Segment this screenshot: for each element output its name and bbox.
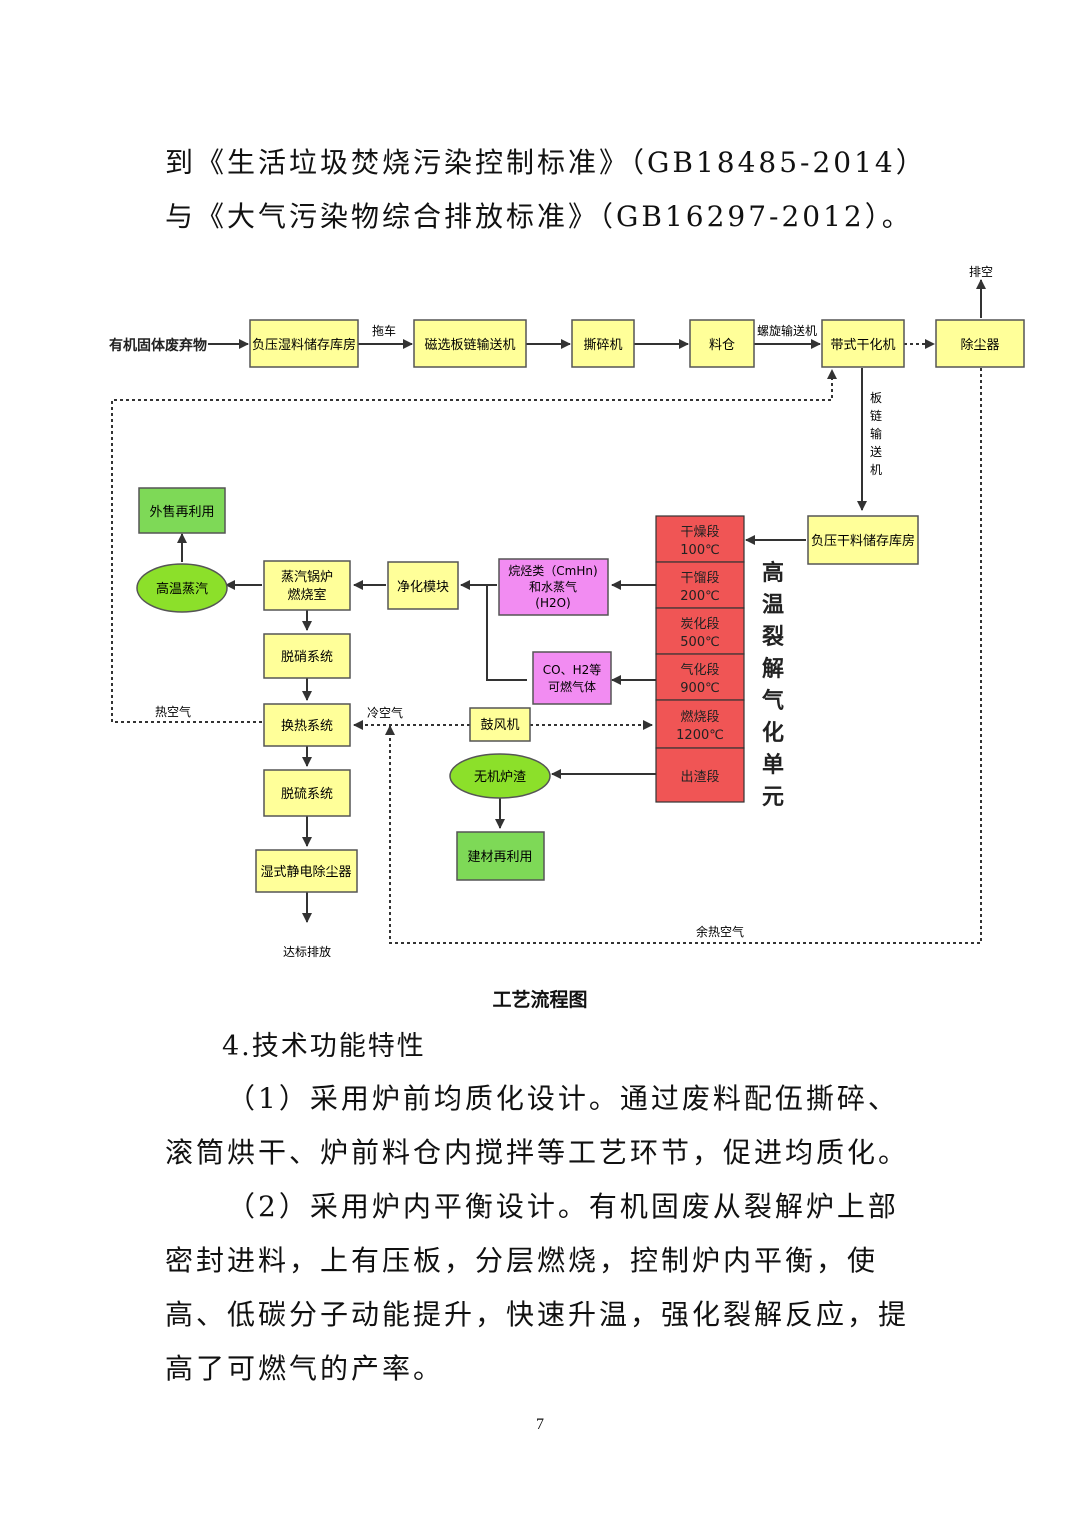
svg-text:带式干化机: 带式干化机 <box>830 338 895 353</box>
svg-text:元: 元 <box>762 785 784 810</box>
paragraph-2: （2）采用炉内平衡设计。有机固废从裂解炉上部密封进料，上有压板，分层燃烧，控制炉… <box>165 1190 910 1385</box>
svg-text:负压湿料储存库房: 负压湿料储存库房 <box>252 337 356 353</box>
svg-text:和水蒸气: 和水蒸气 <box>529 579 577 594</box>
svg-text:换热系统: 换热系统 <box>281 719 333 734</box>
svg-text:燃烧段: 燃烧段 <box>680 709 719 725</box>
svg-text:湿式静电除尘器: 湿式静电除尘器 <box>260 865 351 880</box>
svg-text:负压干料储存库房: 负压干料储存库房 <box>811 533 915 549</box>
box-heat-exchange: 换热系统 <box>263 703 351 747</box>
svg-text:100℃: 100℃ <box>680 543 719 558</box>
air-flow-lines <box>111 339 982 944</box>
label-plate-chain: 板 链 输 送 机 <box>870 391 882 477</box>
box-resale: 外售再利用 <box>138 487 226 534</box>
svg-text:裂: 裂 <box>762 625 784 650</box>
ellipse-hot-steam: 高温蒸汽 <box>136 563 228 613</box>
svg-text:蒸汽锅炉: 蒸汽锅炉 <box>281 569 333 585</box>
svg-text:除尘器: 除尘器 <box>960 338 999 353</box>
svg-text:无机炉渣: 无机炉渣 <box>474 770 526 785</box>
svg-text:化: 化 <box>762 720 784 746</box>
svg-text:温: 温 <box>762 593 784 618</box>
flow-arrows <box>177 279 986 923</box>
svg-text:单: 单 <box>762 753 784 778</box>
svg-text:干馏段: 干馏段 <box>680 571 719 586</box>
svg-text:(H2O): (H2O) <box>535 596 570 610</box>
box-denitration: 脱硝系统 <box>263 633 351 679</box>
box-shredder: 撕碎机 <box>571 319 635 368</box>
box-purification: 净化模块 <box>387 561 459 610</box>
svg-text:送: 送 <box>870 444 882 459</box>
svg-text:炭化段: 炭化段 <box>680 617 719 632</box>
box-steam-boiler: 蒸汽锅炉 燃烧室 <box>263 560 351 611</box>
svg-text:链: 链 <box>870 408 882 423</box>
svg-text:板: 板 <box>870 391 882 405</box>
process-flow-diagram: 有机固体废弃物 负压湿料储存库房 磁选板链输送机 撕碎机 料仓 带式干化机 除尘… <box>109 265 1025 959</box>
box-hydrocarbons: 烷烃类（CmHn) 和水蒸气 (H2O) <box>498 558 609 616</box>
box-silo: 料仓 <box>689 319 755 368</box>
svg-text:脱硫系统: 脱硫系统 <box>281 787 333 802</box>
svg-text:高: 高 <box>762 560 784 586</box>
figure-caption: 工艺流程图 <box>492 989 588 1011</box>
svg-text:燃烧室: 燃烧室 <box>287 587 326 603</box>
label-discharge: 达标排放 <box>283 944 331 959</box>
svg-text:1200℃: 1200℃ <box>676 728 724 743</box>
box-wet-storage: 负压湿料储存库房 <box>249 319 359 368</box>
box-building-reuse: 建材再利用 <box>456 831 545 881</box>
input-waste-label: 有机固体废弃物 <box>109 337 207 354</box>
svg-text:机: 机 <box>870 463 882 477</box>
svg-text:建材再利用: 建材再利用 <box>467 850 532 865</box>
svg-text:净化模块: 净化模块 <box>397 580 449 595</box>
pyrolysis-stages: 干燥段 100℃ 干馏段 200℃ 炭化段 500℃ 气化段 900℃ 燃烧段 … <box>655 515 745 803</box>
svg-text:料仓: 料仓 <box>709 338 735 353</box>
box-magnetic-conveyor: 磁选板链输送机 <box>413 319 527 368</box>
svg-text:鼓风机: 鼓风机 <box>480 718 519 733</box>
box-belt-dryer: 带式干化机 <box>821 319 905 368</box>
label-drag-cart: 拖车 <box>372 323 396 338</box>
svg-text:高温蒸汽: 高温蒸汽 <box>156 581 208 597</box>
svg-text:磁选板链输送机: 磁选板链输送机 <box>424 337 515 353</box>
box-wet-esp: 湿式静电除尘器 <box>255 849 358 893</box>
svg-text:可燃气体: 可燃气体 <box>548 679 596 694</box>
svg-text:脱硝系统: 脱硝系统 <box>281 650 333 665</box>
svg-text:气: 气 <box>761 688 784 714</box>
box-dust-collector: 除尘器 <box>935 319 1025 368</box>
svg-text:外售再利用: 外售再利用 <box>149 504 214 520</box>
label-screw-conveyor: 螺旋输送机 <box>757 323 817 338</box>
svg-text:烷烃类（CmHn): 烷烃类（CmHn) <box>508 564 597 578</box>
svg-text:气化段: 气化段 <box>680 662 719 678</box>
svg-text:解: 解 <box>762 656 784 682</box>
svg-text:900℃: 900℃ <box>680 681 719 696</box>
page-number: 7 <box>536 1416 544 1433</box>
svg-text:输: 输 <box>870 426 882 441</box>
label-waste-heat-air: 余热空气 <box>696 924 744 939</box>
svg-text:撕碎机: 撕碎机 <box>583 338 622 353</box>
label-cold-air: 冷空气 <box>367 705 403 720</box>
label-hot-air: 热空气 <box>155 704 191 719</box>
section-heading: 4.技术功能特性 <box>222 1031 426 1062</box>
box-blower: 鼓风机 <box>469 707 531 742</box>
svg-text:出渣段: 出渣段 <box>680 770 719 785</box>
label-pyrolysis-unit: 高 温 裂 解 气 化 单 元 <box>761 560 784 810</box>
paragraph-1: （1）采用炉前均质化设计。通过废料配伍撕碎、滚筒烘干、炉前料仓内搅拌等工艺环节，… <box>165 1082 910 1169</box>
box-combustible-gas: CO、H2等 可燃气体 <box>532 651 612 705</box>
svg-text:200℃: 200℃ <box>680 589 719 604</box>
box-dry-storage: 负压干料储存库房 <box>807 515 919 565</box>
box-desulfurization: 脱硫系统 <box>263 769 351 817</box>
intro-paragraph: 到《生活垃圾焚烧污染控制标准》（GB18485-2014）与《大气污染物综合排放… <box>165 146 913 233</box>
svg-text:CO、H2等: CO、H2等 <box>543 663 601 677</box>
ellipse-slag: 无机炉渣 <box>449 753 551 799</box>
label-exhaust: 排空 <box>969 265 993 279</box>
svg-text:干燥段: 干燥段 <box>680 525 719 540</box>
svg-text:500℃: 500℃ <box>680 635 719 650</box>
